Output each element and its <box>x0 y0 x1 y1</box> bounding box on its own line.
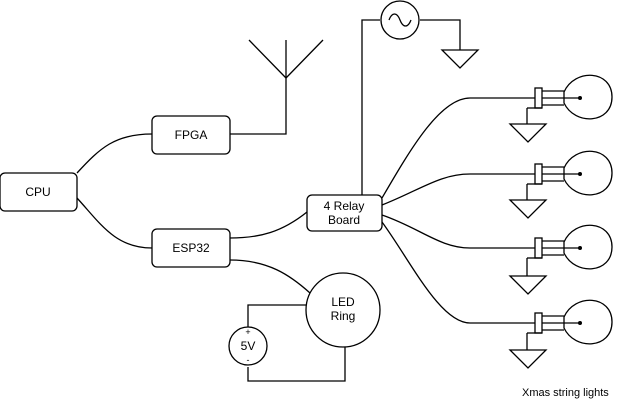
connector-battery-return <box>247 345 346 382</box>
bulb-icon <box>508 150 613 219</box>
relay-label-line1: 4 Relay <box>324 199 365 213</box>
cpu-block: CPU <box>0 172 78 212</box>
battery-label: 5V <box>241 339 256 353</box>
ground-icon <box>440 49 480 69</box>
led-ring-label-line2: Ring <box>331 309 356 323</box>
bulb-icon <box>508 224 613 295</box>
connector-relay-bulb-3 <box>381 214 535 249</box>
xmas-lights-caption: Xmas string lights <box>522 387 609 399</box>
battery-minus-sign: - <box>247 355 250 365</box>
ac-source-icon <box>380 0 420 40</box>
relay-board-block: 4 Relay Board <box>306 194 383 232</box>
connector-battery-led-ring <box>247 304 310 327</box>
led-ring-label-line1: LED <box>331 295 355 309</box>
battery-plus-sign: + <box>245 327 250 337</box>
connector-relay-bulb-4 <box>381 221 535 324</box>
connector-fpga-antenna <box>230 78 287 135</box>
connector-relay-bulb-1 <box>381 97 535 199</box>
esp32-block: ESP32 <box>151 228 231 268</box>
connector-esp32-led-ring <box>229 259 311 294</box>
connector-cpu-fpga <box>76 133 153 174</box>
bulb-icon <box>508 74 613 143</box>
esp32-label: ESP32 <box>172 241 210 255</box>
fpga-block: FPGA <box>151 115 231 155</box>
bulb-icon <box>508 299 613 369</box>
led-ring: LED Ring <box>305 272 381 348</box>
fpga-label: FPGA <box>175 128 208 142</box>
connector-relay-ac-source <box>361 19 380 195</box>
relay-label-line2: Board <box>328 213 360 227</box>
battery-5v: 5V + - <box>228 326 268 366</box>
connector-cpu-esp32 <box>76 197 153 249</box>
connector-relay-bulb-2 <box>381 173 535 206</box>
antenna-icon <box>248 39 324 79</box>
cpu-label: CPU <box>25 185 50 199</box>
connector-ac-source-ground <box>420 19 461 50</box>
connector-esp32-relay <box>229 211 308 239</box>
